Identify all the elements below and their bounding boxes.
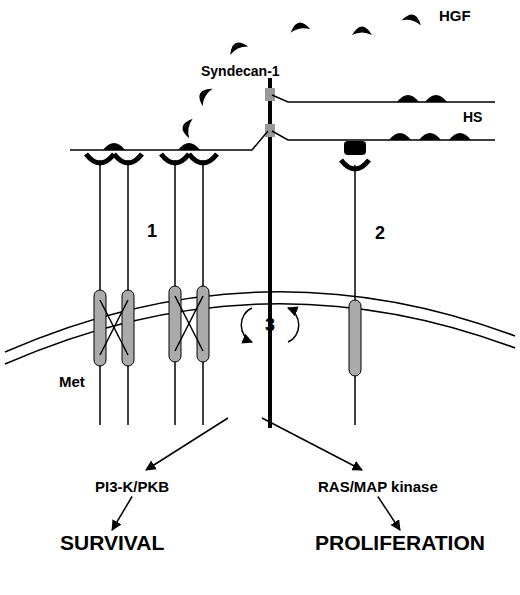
molecule-label: HS: [463, 110, 482, 124]
met-receptors: [86, 154, 369, 425]
membrane-inner: [5, 304, 515, 364]
membrane-outer: [5, 292, 515, 352]
node-text: SURVIVAL: [60, 531, 164, 554]
hs-chain: [272, 131, 495, 140]
signal-arrow: [262, 418, 362, 470]
callout-number: 2: [375, 224, 385, 242]
node-text: PROLIFERATION: [315, 531, 485, 554]
hs-chain: [272, 95, 495, 102]
pathway-node: PI3-K/PKB: [93, 478, 171, 497]
flow-arrow: [378, 497, 400, 531]
outcome-node: PROLIFERATION: [313, 530, 487, 555]
hgf-molecules: [103, 12, 471, 155]
signal-arrow: [146, 418, 228, 470]
outcome-node: SURVIVAL: [58, 530, 166, 555]
node-text: RAS/MAP kinase: [318, 479, 438, 496]
callout-number: 1: [147, 222, 157, 240]
attachment-site: [265, 124, 275, 137]
pathway-node: RAS/MAP kinase: [316, 478, 440, 497]
transmembrane-domains: [94, 286, 361, 376]
molecule-label: HGF: [439, 8, 471, 23]
molecule-label: Syndecan-1: [201, 64, 280, 78]
attachment-site: [265, 88, 275, 101]
callout-number: 3: [265, 316, 275, 334]
dimer-crosslinks: [100, 296, 203, 355]
node-text: PI3-K/PKB: [95, 479, 169, 496]
hs-chain: [70, 131, 268, 150]
flow-arrow: [112, 497, 132, 531]
interaction-arrows: [241, 308, 298, 342]
molecule-label: Met: [59, 374, 85, 389]
